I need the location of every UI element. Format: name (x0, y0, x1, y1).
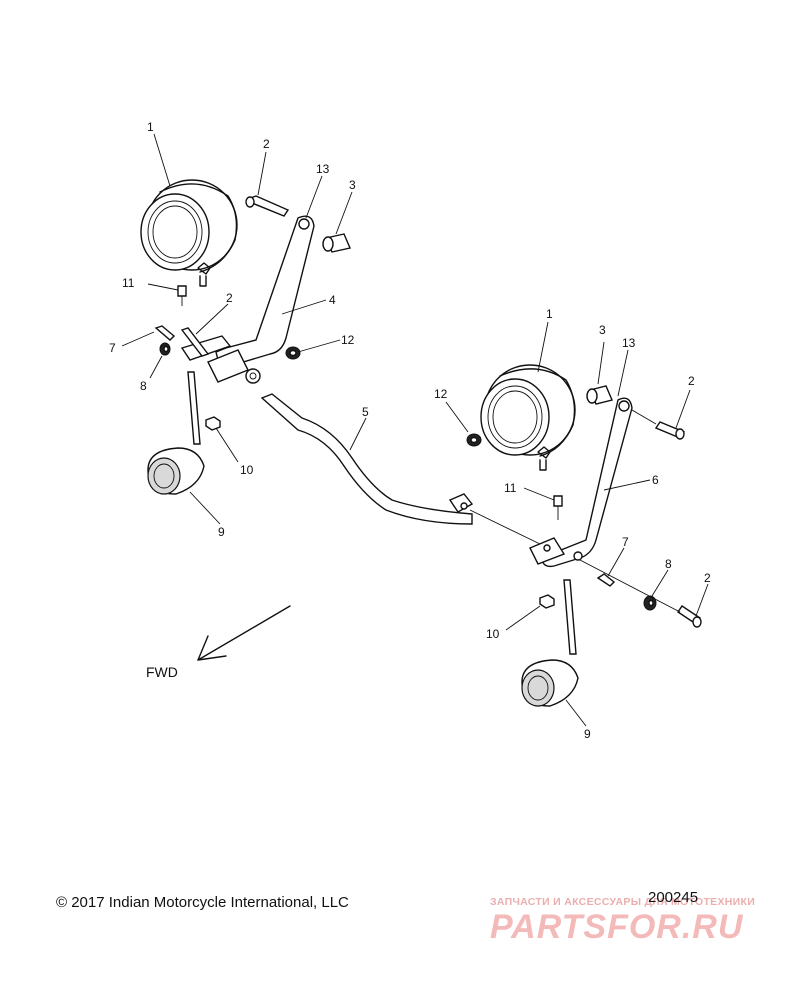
left-headlight (140, 179, 238, 287)
callout-2-left-middle: 2 (226, 291, 233, 305)
watermark-tagline: ЗАПЧАСТИ И АКСЕССУАРЫ ДЛЯ МОТОТЕХНИКИ (490, 896, 756, 908)
right-bushing (586, 385, 613, 405)
callout-9-left: 9 (218, 525, 225, 539)
callout-4: 4 (329, 293, 336, 307)
callout-10-right: 10 (486, 627, 500, 641)
callout-11-right: 11 (504, 481, 517, 495)
left-middle-bolt (180, 327, 210, 357)
callout-1-left: 1 (147, 120, 154, 134)
callout-12-left: 12 (341, 333, 355, 347)
left-grommet (285, 346, 301, 360)
callout-13-right: 13 (622, 336, 636, 350)
left-turn-signal (147, 371, 205, 495)
diagram-number: 200245 (648, 889, 699, 906)
left-washer-nut (159, 342, 171, 356)
callout-labels: 1 2 13 3 11 2 4 12 7 8 10 9 5 1 3 13 2 1… (109, 120, 711, 741)
right-upper-bolt (631, 409, 686, 440)
right-small-screw (596, 573, 616, 587)
cross-bar (260, 393, 541, 545)
callout-12-right: 12 (434, 387, 448, 401)
callout-11-left: 11 (122, 276, 135, 290)
forward-arrow-icon (197, 605, 291, 661)
left-screw (177, 285, 187, 306)
callout-6: 6 (652, 473, 659, 487)
callout-5: 5 (362, 405, 369, 419)
callout-7-left: 7 (109, 341, 116, 355)
callout-2-left-top: 2 (263, 137, 270, 151)
callout-3-right: 3 (599, 323, 606, 337)
callout-8-left: 8 (140, 379, 147, 393)
leader-lines (121, 133, 709, 727)
right-headlight (480, 364, 576, 471)
left-mount-bracket (180, 215, 315, 384)
right-turn-signal (521, 579, 579, 707)
copyright-notice: © 2017 Indian Motorcycle International, … (56, 894, 349, 911)
left-small-screw (154, 325, 176, 341)
callout-1-right: 1 (546, 307, 553, 321)
callout-13-left: 13 (316, 162, 330, 176)
forward-direction-label: FWD (146, 664, 178, 680)
right-mount-bracket (529, 397, 633, 568)
callout-2-right-lower: 2 (704, 571, 711, 585)
watermark-logo: PARTSFOR.RU (490, 908, 744, 946)
left-bushing (322, 233, 351, 253)
callout-3-left: 3 (349, 178, 356, 192)
callout-7-right: 7 (622, 535, 629, 549)
callout-2-right-top: 2 (688, 374, 695, 388)
left-upper-bolt (245, 195, 290, 217)
right-screw (553, 495, 563, 520)
callout-10-left: 10 (240, 463, 254, 477)
left-nut (205, 416, 221, 431)
right-nut (539, 594, 555, 609)
callout-8-right: 8 (665, 557, 672, 571)
right-lower-bolt (579, 559, 702, 628)
callout-9-right: 9 (584, 727, 591, 741)
right-grommet (466, 433, 482, 447)
